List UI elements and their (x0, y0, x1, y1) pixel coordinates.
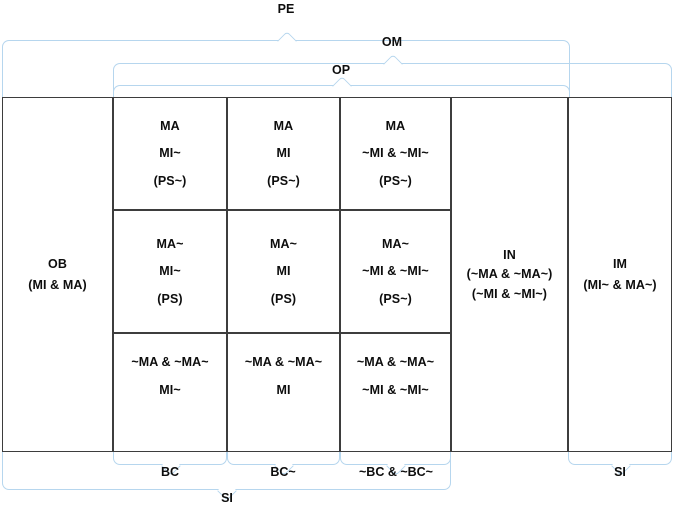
cell-r2c1-line-3: (PS) (157, 291, 183, 306)
cell-r3c3-line-2: ~MI & ~MI~ (362, 382, 429, 397)
cell-im: IM (MI~ & MA~) (568, 97, 672, 452)
cell-r3c2-line-2: MI (276, 382, 291, 397)
cell-r1c2-line-2: MI (276, 146, 291, 161)
bracket-label-bc-tilde: BC~ (270, 465, 296, 479)
cell-in-line-2: (~MA & ~MA~) (466, 267, 553, 282)
cell-r2c2-line-3: (PS) (270, 291, 297, 306)
cell-r2c3-line-2: ~MI & ~MI~ (362, 264, 429, 279)
cell-r2c1-line-2: MI~ (159, 264, 181, 279)
cell-r1c1-line-3: (PS~) (153, 173, 187, 188)
cell-r1c1: MA MI~ (PS~) (113, 97, 227, 210)
cell-r2c2: MA~ MI (PS) (227, 210, 340, 333)
bracket-label-si-bottom: SI (221, 491, 233, 505)
cell-r2c1: MA~ MI~ (PS) (113, 210, 227, 333)
cell-r3c3-line-1: ~MA & ~MA~ (356, 355, 435, 369)
cell-r1c1-line-1: MA (160, 118, 180, 133)
cell-r1c2-line-3: (PS~) (267, 173, 300, 188)
bracket-label-pe: PE (277, 2, 295, 16)
cell-in-line-1: IN (503, 247, 516, 262)
cell-r3c1-line-2: MI~ (159, 382, 181, 397)
cell-r1c2-line-1: MA (273, 118, 294, 133)
cell-r2c3-line-1: MA~ (381, 236, 410, 251)
cell-r1c3-line-1: MA (385, 118, 406, 133)
bracket-label-op: OP (331, 63, 351, 77)
cell-r2c2-line-2: MI (276, 264, 291, 279)
bracket-label-om: OM (381, 35, 403, 49)
cell-r1c3: MA ~MI & ~MI~ (PS~) (340, 97, 451, 210)
bracket-label-not-bc: ~BC & ~BC~ (359, 465, 433, 479)
cell-ob: OB (MI & MA) (2, 97, 113, 452)
bracket-label-bc: BC (160, 465, 180, 479)
cell-r2c3: MA~ ~MI & ~MI~ (PS~) (340, 210, 451, 333)
cell-r3c2: ~MA & ~MA~ MI (227, 333, 340, 452)
cell-im-line-2: (MI~ & MA~) (583, 278, 657, 292)
cell-r1c2: MA MI (PS~) (227, 97, 340, 210)
bracket-label-si-right: SI (614, 465, 626, 479)
cell-r2c2-line-1: MA~ (269, 236, 298, 251)
cell-r3c1-line-1: ~MA & ~MA~ (131, 355, 209, 369)
cell-r2c3-line-3: (PS~) (379, 291, 412, 306)
cell-r1c3-line-3: (PS~) (379, 173, 412, 188)
cell-ob-line-1: OB (48, 256, 67, 271)
cell-in: IN (~MA & ~MA~) (~MI & ~MI~) (451, 97, 568, 452)
cell-im-line-1: IM (612, 256, 628, 271)
cell-r3c3: ~MA & ~MA~ ~MI & ~MI~ (340, 333, 451, 452)
cell-r3c1: ~MA & ~MA~ MI~ (113, 333, 227, 452)
cell-r1c3-line-2: ~MI & ~MI~ (362, 146, 429, 161)
cell-r1c1-line-2: MI~ (159, 146, 181, 161)
cell-r2c1-line-1: MA~ (156, 236, 184, 251)
cell-ob-line-2: (MI & MA) (28, 278, 87, 292)
cell-in-line-3: (~MI & ~MI~) (471, 286, 548, 301)
cell-r3c2-line-1: ~MA & ~MA~ (244, 355, 323, 369)
